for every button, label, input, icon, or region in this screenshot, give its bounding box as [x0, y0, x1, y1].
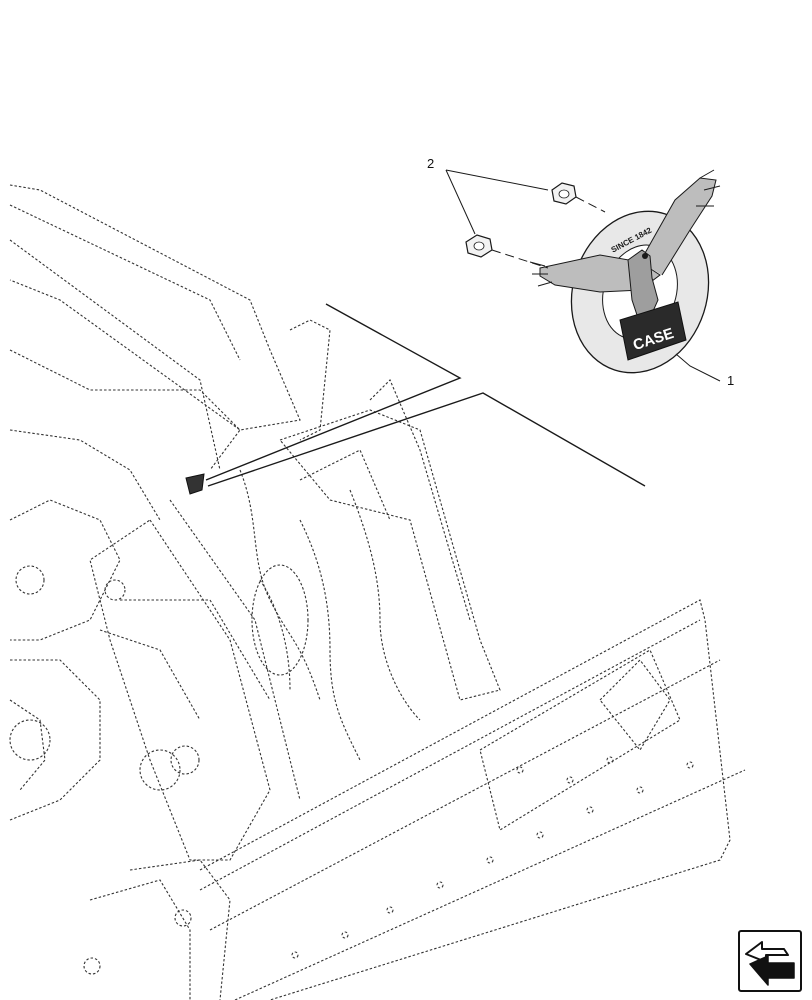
callout-1: 1 — [727, 373, 735, 388]
zoom-leader-lines — [205, 303, 646, 487]
case-emblem-badge: CASE SINCE 1842 — [529, 169, 721, 374]
flange-nut-lower — [465, 234, 493, 258]
flange-nut-upper — [551, 182, 577, 205]
previous-page-button[interactable] — [738, 930, 802, 992]
callout-2: 2 — [427, 156, 435, 171]
previous-page-arrow-icon — [745, 941, 795, 986]
callout-leaders — [445, 169, 721, 382]
alignment-dashes — [491, 196, 606, 269]
emblem-location-marker — [185, 473, 205, 495]
loader-ghost-outline — [9, 184, 746, 1000]
